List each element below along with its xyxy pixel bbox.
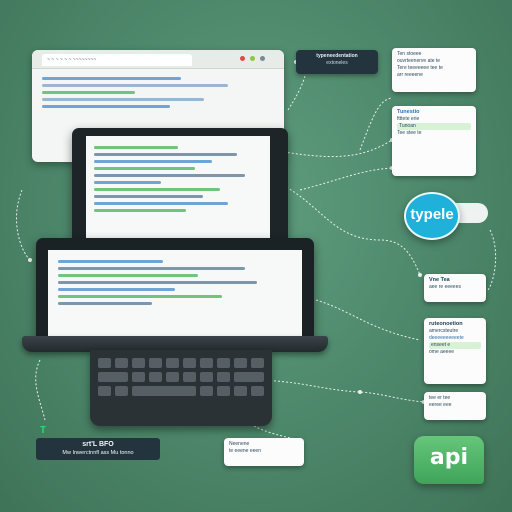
callout-line: Neenene — [229, 441, 250, 447]
label-subtitle: Mw Inwerctnnfl ass Mu tonno — [62, 450, 134, 456]
browser-content — [32, 69, 284, 116]
callout-line: Ten stoeee — [397, 51, 422, 57]
callout-line: aee re eeeees — [429, 284, 461, 290]
laptop-code-editor[interactable] — [48, 250, 302, 336]
laptop-base — [22, 336, 328, 352]
browser-toolbar: ~ ~ ~ ~ ~ ~ ~~~~~~~~ — [32, 50, 284, 69]
callout-mid-right: Vne Tea aee re eeeees — [424, 274, 486, 302]
callout-line: te eeene eeen — [229, 448, 261, 454]
callout-line: enseet e — [429, 342, 481, 349]
close-dot-icon[interactable] — [240, 56, 245, 61]
callout-line: ome aeeee — [429, 349, 455, 355]
callout-line: ouvrteenerve ate te — [397, 58, 441, 64]
callout-subtitle: extoneles — [326, 60, 348, 66]
callout-line: Tere teeeeeee tee te — [397, 65, 443, 71]
label-title: srt'L BFO — [82, 441, 114, 448]
callout-top-right-2: Tunestio ftttete erie Tunoan Tee stee te — [392, 106, 476, 176]
desktop-monitor — [72, 128, 288, 244]
typele-logo: typele — [404, 192, 460, 240]
callout-line: Tee stee te — [397, 130, 422, 136]
callout-line: arr reeeene — [397, 72, 423, 78]
callout-lower-right: ruteonoetion amercsteutre deeeeeeeeeete … — [424, 318, 486, 384]
callout-title: typeneedentation — [316, 53, 358, 59]
terminal-prompt-icon: T — [40, 425, 47, 436]
laptop-keyboard[interactable] — [90, 350, 272, 426]
minimize-dot-icon[interactable] — [250, 56, 255, 61]
callout-top-center: typeneedentation extoneles — [296, 50, 378, 74]
callout-title: Tunestio — [397, 109, 420, 115]
bottom-left-label: srt'L BFO Mw Inwerctnnfl ass Mu tonno — [36, 438, 160, 460]
callout-title: ruteonoetion — [429, 321, 463, 327]
api-logo: api — [414, 436, 484, 484]
callout-line: deeeeeeeeeete — [429, 335, 464, 341]
browser-tab[interactable]: ~ ~ ~ ~ ~ ~ ~~~~~~~~ — [42, 54, 192, 66]
laptop-lid — [36, 238, 314, 338]
callout-line: tee er tee — [429, 395, 451, 401]
monitor-code-editor[interactable] — [86, 136, 270, 240]
callout-line: ftttete erie — [397, 116, 420, 122]
callout-line: amercsteutre — [429, 328, 459, 334]
callout-title: Vne Tea — [429, 277, 450, 283]
callout-line: Tunoan — [397, 123, 471, 130]
callout-top-right-1: Ten stoeee ouvrteenerve ate te Tere teee… — [392, 48, 476, 92]
callout-bottom-right: tee er tee eeree eee — [424, 392, 486, 420]
maximize-dot-icon[interactable] — [260, 56, 265, 61]
callout-bottom-center: Neenene te eeene eeen — [224, 438, 304, 466]
callout-line: eeree eee — [429, 402, 452, 408]
